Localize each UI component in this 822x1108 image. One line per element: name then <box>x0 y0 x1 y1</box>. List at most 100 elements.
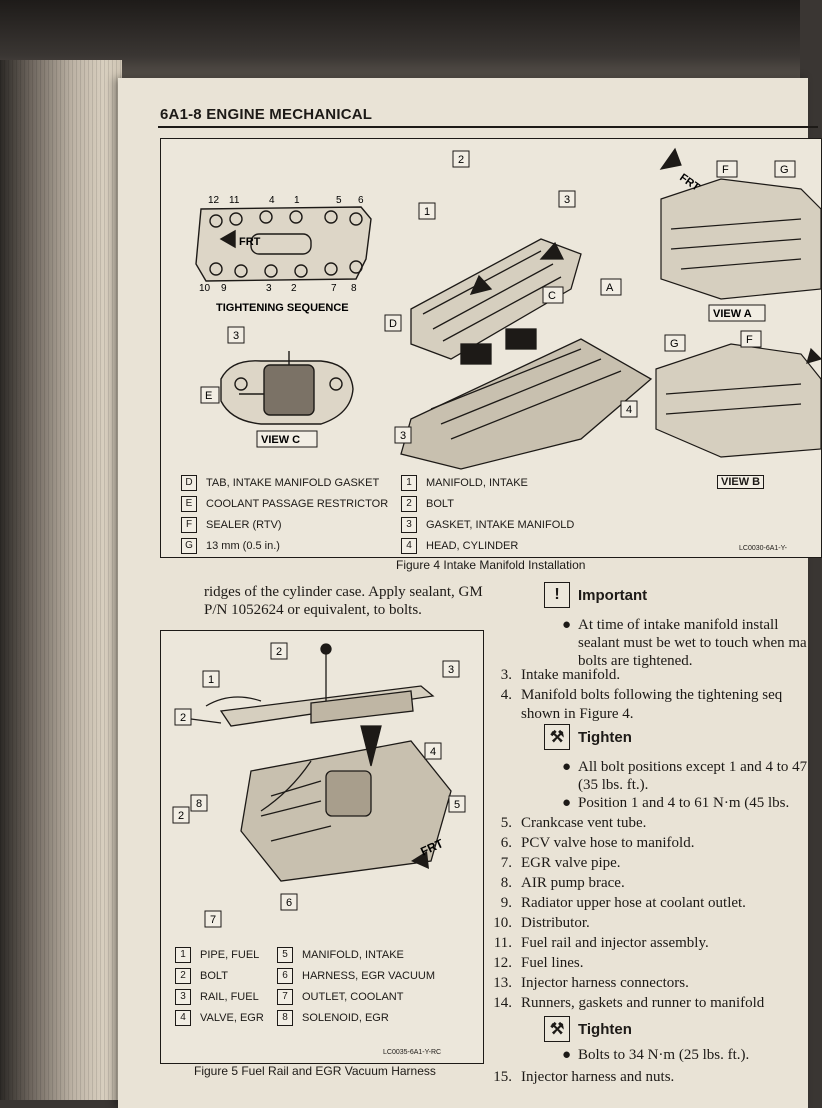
wrench-icon: ⚒ <box>544 724 570 750</box>
legend-row: 4 VALVE, EGR <box>175 1009 264 1027</box>
legend-text: VALVE, EGR <box>200 1012 264 1024</box>
callout-2-top <box>270 642 288 660</box>
view-a-label: VIEW A <box>713 308 752 320</box>
step-number: 5. <box>500 815 512 831</box>
step-number: 13. <box>493 975 512 991</box>
step-text: Crankcase vent tube. <box>521 815 647 831</box>
callout-g-b <box>664 334 686 352</box>
callout-5 <box>448 795 466 813</box>
legend-key: 2 <box>175 968 191 984</box>
body-paragraph: ridges of the cylinder case. Apply seala… <box>204 584 483 618</box>
step-4: 4.Manifold bolts following the tightenin… <box>478 686 782 705</box>
callout-3c <box>394 426 412 444</box>
step-number: 11. <box>493 935 512 951</box>
callout-2-mid <box>172 806 190 824</box>
tighten-title: Tighten <box>578 728 632 746</box>
step-10: 10.Distributor. <box>478 914 590 933</box>
manual-page: 6A1-8 ENGINE MECHANICAL FRT 12 11 4 1 5 <box>118 78 822 1108</box>
callout-5-text: 5 <box>454 799 460 811</box>
callout-1-text: 1 <box>208 674 214 686</box>
callout-3c-text: 3 <box>400 430 406 442</box>
figure-4-ref: LC0030-6A1-Y- <box>739 545 787 552</box>
legend-key: 6 <box>277 968 293 984</box>
legend-key: 1 <box>175 947 191 963</box>
legend-text: MANIFOLD, INTAKE <box>426 477 528 489</box>
step-text: Intake manifold. <box>521 667 621 683</box>
legend-text: TAB, INTAKE MANIFOLD GASKET <box>206 477 380 489</box>
step-9: 9.Radiator upper hose at coolant outlet. <box>478 894 746 913</box>
step-text: Fuel rail and injector assembly. <box>521 935 709 951</box>
step-number: 15. <box>493 1069 512 1085</box>
callout-3 <box>558 190 576 208</box>
figure-5-caption: Figure 5 Fuel Rail and EGR Vacuum Harnes… <box>194 1064 436 1078</box>
legend-text: COOLANT PASSAGE RESTRICTOR <box>206 498 389 510</box>
tightening-sequence-label: TIGHTENING SEQUENCE <box>216 302 349 314</box>
step-number: 12. <box>493 955 512 971</box>
callout-2-mid-text: 2 <box>178 810 184 822</box>
legend-text: MANIFOLD, INTAKE <box>302 949 404 961</box>
seq-top-5: 5 <box>336 195 342 206</box>
legend-key: D <box>181 475 197 491</box>
seq-bottom-2: 2 <box>291 283 297 294</box>
step-text: Injector harness and nuts. <box>521 1069 675 1085</box>
step-text: shown in Figure 4. <box>521 706 634 722</box>
legend-row: 4 HEAD, CYLINDER <box>401 537 518 555</box>
step-11: 11. Fuel rail and injector assembly. <box>478 934 709 953</box>
important-note: ! Important <box>544 582 647 608</box>
step-14: 14.Runners, gaskets and runner to manifo… <box>478 994 764 1013</box>
callout-2-left <box>174 708 192 726</box>
legend-row: D TAB, INTAKE MANIFOLD GASKET <box>181 474 379 492</box>
callout-g <box>774 160 796 178</box>
step-text: Distributor. <box>521 915 590 931</box>
callout-1 <box>418 202 436 220</box>
legend-text: RAIL, FUEL <box>200 991 259 1003</box>
seq-bottom-3: 3 <box>266 283 272 294</box>
legend-key: 7 <box>277 989 293 1005</box>
legend-text: SEALER (RTV) <box>206 519 282 531</box>
seq-top-1: 1 <box>294 195 300 206</box>
view-a-box <box>708 304 766 322</box>
step-7: 7.EGR valve pipe. <box>478 854 621 873</box>
tightening-sequence-drawing <box>195 206 372 282</box>
header-rule <box>158 126 818 128</box>
step-text: Runners, gaskets and runner to manifold <box>521 995 765 1011</box>
legend-key: 4 <box>175 1010 191 1026</box>
tighten-note-1: ⚒ Tighten <box>544 724 632 750</box>
step-text: Radiator upper hose at coolant outlet. <box>521 895 746 911</box>
step-text: AIR pump brace. <box>521 875 625 891</box>
callout-f-text: F <box>722 164 729 176</box>
callout-d <box>384 314 402 332</box>
tighten-title: Tighten <box>578 1020 632 1038</box>
callout-f-b-text: F <box>746 334 753 346</box>
frt-label: FRT <box>239 236 261 248</box>
callout-4 <box>424 742 442 760</box>
seq-top-12: 12 <box>208 195 220 206</box>
view-b-box: VIEW B <box>717 475 765 489</box>
seq-bottom-7: 7 <box>331 283 337 294</box>
figure-4: FRT 12 11 4 1 5 6 10 9 3 2 7 8 TIGHTENIN… <box>160 138 822 558</box>
view-a-drawing <box>659 147 822 300</box>
legend-key: 4 <box>401 538 417 554</box>
callout-a-text: A <box>606 282 614 294</box>
seq-top-4: 4 <box>269 195 275 206</box>
step-6: 6.PCV valve hose to manifold. <box>478 834 695 853</box>
exclamation-icon: ! <box>544 582 570 608</box>
tighten-bullet-text: Position 1 and 4 to 61 N·m (45 lbs. <box>578 795 790 811</box>
tighten-bullet-3: ● Bolts to 34 N·m (25 lbs. ft.). <box>562 1046 808 1064</box>
legend-text: HEAD, CYLINDER <box>426 540 519 552</box>
legend-text: BOLT <box>426 498 454 510</box>
callout-3-text: 3 <box>448 664 454 676</box>
legend-key: 3 <box>175 989 191 1005</box>
seq-top-11: 11 <box>229 195 240 206</box>
legend-text: SOLENOID, EGR <box>302 1012 389 1024</box>
bullet-dot-icon: ● <box>562 795 572 811</box>
step-13: 13.Injector harness connectors. <box>478 974 689 993</box>
